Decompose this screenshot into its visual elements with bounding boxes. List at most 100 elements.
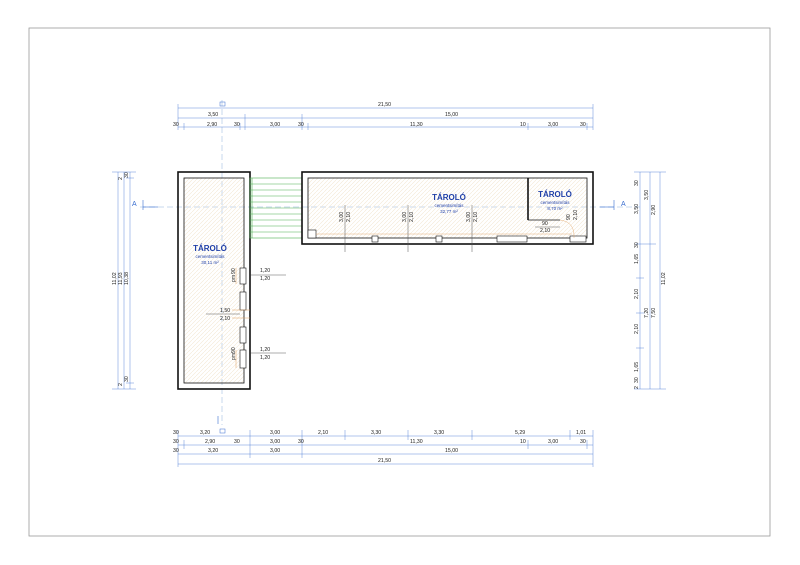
bottom-dim-r3-3: 15,00 xyxy=(445,448,458,454)
bottom-dim-r1-5: 3,30 xyxy=(434,430,444,436)
room-area-middle: 32,77 m² xyxy=(440,209,458,214)
top-dim-r3-3: 3,00 xyxy=(270,122,280,128)
bottom-dim-r1-1: 3,20 xyxy=(200,430,210,436)
bottom-dim-r1-0: 30 xyxy=(173,430,179,436)
left-dimensions: 11,02 11,93 10,38 30 2 30 2 xyxy=(112,171,136,390)
opening-left-lower-h: 1,20 xyxy=(260,355,270,361)
top-dim-r3-8: 30 xyxy=(580,122,586,128)
right-dim-c2-0: 3,50 xyxy=(644,190,650,200)
left-dim-mid: 11,93 xyxy=(118,272,124,285)
section-label-right: A xyxy=(621,201,626,208)
right-dim-c1-1: 3,50 xyxy=(634,204,640,214)
opening-left-upper-h: 1,20 xyxy=(260,276,270,282)
top-dimensions: 21,50 3,50 15,00 30 2,90 30 3,00 30 11,3… xyxy=(173,102,594,130)
top-openings xyxy=(307,229,587,243)
right-dim-c1-5: 2,10 xyxy=(634,324,640,334)
room-material-left: cementsimítás xyxy=(195,254,225,259)
right-dim-c2-3: 7,50 xyxy=(651,308,657,318)
top-dim-r3-6: 10 xyxy=(520,122,526,128)
top-dim-ticks xyxy=(344,205,473,252)
opening-left-lower-90: 90 xyxy=(231,347,237,353)
section-marker-right: A xyxy=(600,200,626,210)
right-dim-c1-0: 30 xyxy=(634,180,640,186)
opening-labels: 1,20 1,20 90 pm 1,50 2,10 1,20 1,20 90 p… xyxy=(206,210,579,361)
bottom-dim-r1-6: 5,29 xyxy=(515,430,525,436)
room-name-middle: TÁROLÓ xyxy=(432,193,466,202)
left-dim-inner: 10,38 xyxy=(124,272,130,285)
left-openings xyxy=(239,267,247,369)
left-dim-small-2: 30 xyxy=(124,376,130,382)
right-dim-c1-3: 1,65 xyxy=(634,254,640,264)
top-dim-r3-5: 11,30 xyxy=(410,122,423,128)
bottom-dim-r3-0: 30 xyxy=(173,448,179,454)
room-material-right: cementsimítás xyxy=(540,200,570,205)
right-dim-c1-7: 30 xyxy=(634,377,640,383)
door-h: 2,10 xyxy=(540,228,550,234)
bottom-dim-r2-5: 11,30 xyxy=(410,439,423,445)
bottom-dim-r3-2: 3,00 xyxy=(270,448,280,454)
door-vertical-h: 2,10 xyxy=(573,210,579,220)
room-area-right: 8,70 m² xyxy=(547,206,563,211)
bottom-dim-total: 21,50 xyxy=(378,458,391,464)
top-window-lines xyxy=(316,219,575,239)
window-3-h: 2,10 xyxy=(473,212,479,222)
left-dim-small-3: 2 xyxy=(118,383,124,386)
section-marker-left: A xyxy=(132,200,158,210)
opening-left-upper-pm: pm xyxy=(231,275,237,282)
room-name-right: TÁROLÓ xyxy=(538,190,572,199)
window-1-w: 3,00 xyxy=(339,212,345,222)
bottom-dim-r2-3: 3,00 xyxy=(270,439,280,445)
top-dim-r3-4: 30 xyxy=(298,122,304,128)
right-dim-c1-2: 30 xyxy=(634,242,640,248)
right-dim-c1-8: 2 xyxy=(634,386,640,389)
room-area-left: 30,11 m² xyxy=(201,260,219,265)
bottom-dim-r1-2: 3,00 xyxy=(270,430,280,436)
opening-left-mid-h: 2,10 xyxy=(220,316,230,322)
left-block-walls xyxy=(177,171,251,390)
opening-left-lower-pm: pm xyxy=(231,353,237,360)
left-dim-small-1: 2 xyxy=(118,177,124,180)
bottom-dimensions: 30 3,20 3,00 2,10 3,30 3,30 5,29 1,01 30… xyxy=(173,430,594,467)
bottom-dim-r2-7: 3,00 xyxy=(548,439,558,445)
bottom-dim-r1-4: 3,30 xyxy=(371,430,381,436)
right-dim-c2-2: 7,20 xyxy=(644,308,650,318)
sheet-border xyxy=(28,27,771,537)
bottom-dim-r2-1: 2,90 xyxy=(205,439,215,445)
left-door-swing xyxy=(232,268,250,368)
bottom-dim-r2-2: 30 xyxy=(234,439,240,445)
right-dim-c1-6: 1,65 xyxy=(634,362,640,372)
bottom-dim-r2-0: 30 xyxy=(173,439,179,445)
right-dim-c1-4: 2,10 xyxy=(634,289,640,299)
window-2-w: 3,00 xyxy=(402,212,408,222)
door-w: 90 xyxy=(542,221,548,227)
room-name-left: TÁROLÓ xyxy=(193,244,227,253)
opening-left-lower-w: 1,20 xyxy=(260,347,270,353)
right-dim-c3-0: 11,02 xyxy=(661,272,667,285)
top-dim-r2-1: 15,00 xyxy=(445,112,458,118)
bottom-dim-r2-8: 30 xyxy=(580,439,586,445)
window-3-w: 3,00 xyxy=(466,212,472,222)
bottom-dim-r1-7: 1,01 xyxy=(576,430,586,436)
window-1-h: 2,10 xyxy=(346,212,352,222)
right-dim-c2-1: 2,90 xyxy=(651,205,657,215)
stairs xyxy=(249,177,303,239)
opening-left-upper-90: 90 xyxy=(231,268,237,274)
opening-left-upper-w: 1,20 xyxy=(260,268,270,274)
left-dim-small-0: 30 xyxy=(124,172,130,178)
top-dim-r3-2: 30 xyxy=(234,122,240,128)
top-dim-r3-1: 2,90 xyxy=(207,122,217,128)
axis-tag-bottom xyxy=(217,416,226,434)
right-dimensions: 30 3,50 30 1,65 2,10 2,10 1,65 30 2 3,50… xyxy=(634,171,667,390)
top-dim-total: 21,50 xyxy=(378,102,391,108)
door-vertical-w: 90 xyxy=(566,214,572,220)
bottom-dim-r2-6: 10 xyxy=(520,439,526,445)
left-dim-outer: 11,02 xyxy=(112,272,118,285)
top-dim-r3-7: 3,00 xyxy=(548,122,558,128)
section-label-left: A xyxy=(132,201,137,208)
bottom-dim-r2-4: 30 xyxy=(298,439,304,445)
bottom-dim-r1-3: 2,10 xyxy=(318,430,328,436)
top-dim-r2-0: 3,50 xyxy=(208,112,218,118)
opening-left-mid-w: 1,50 xyxy=(220,308,230,314)
axis-tag-top xyxy=(219,101,226,107)
